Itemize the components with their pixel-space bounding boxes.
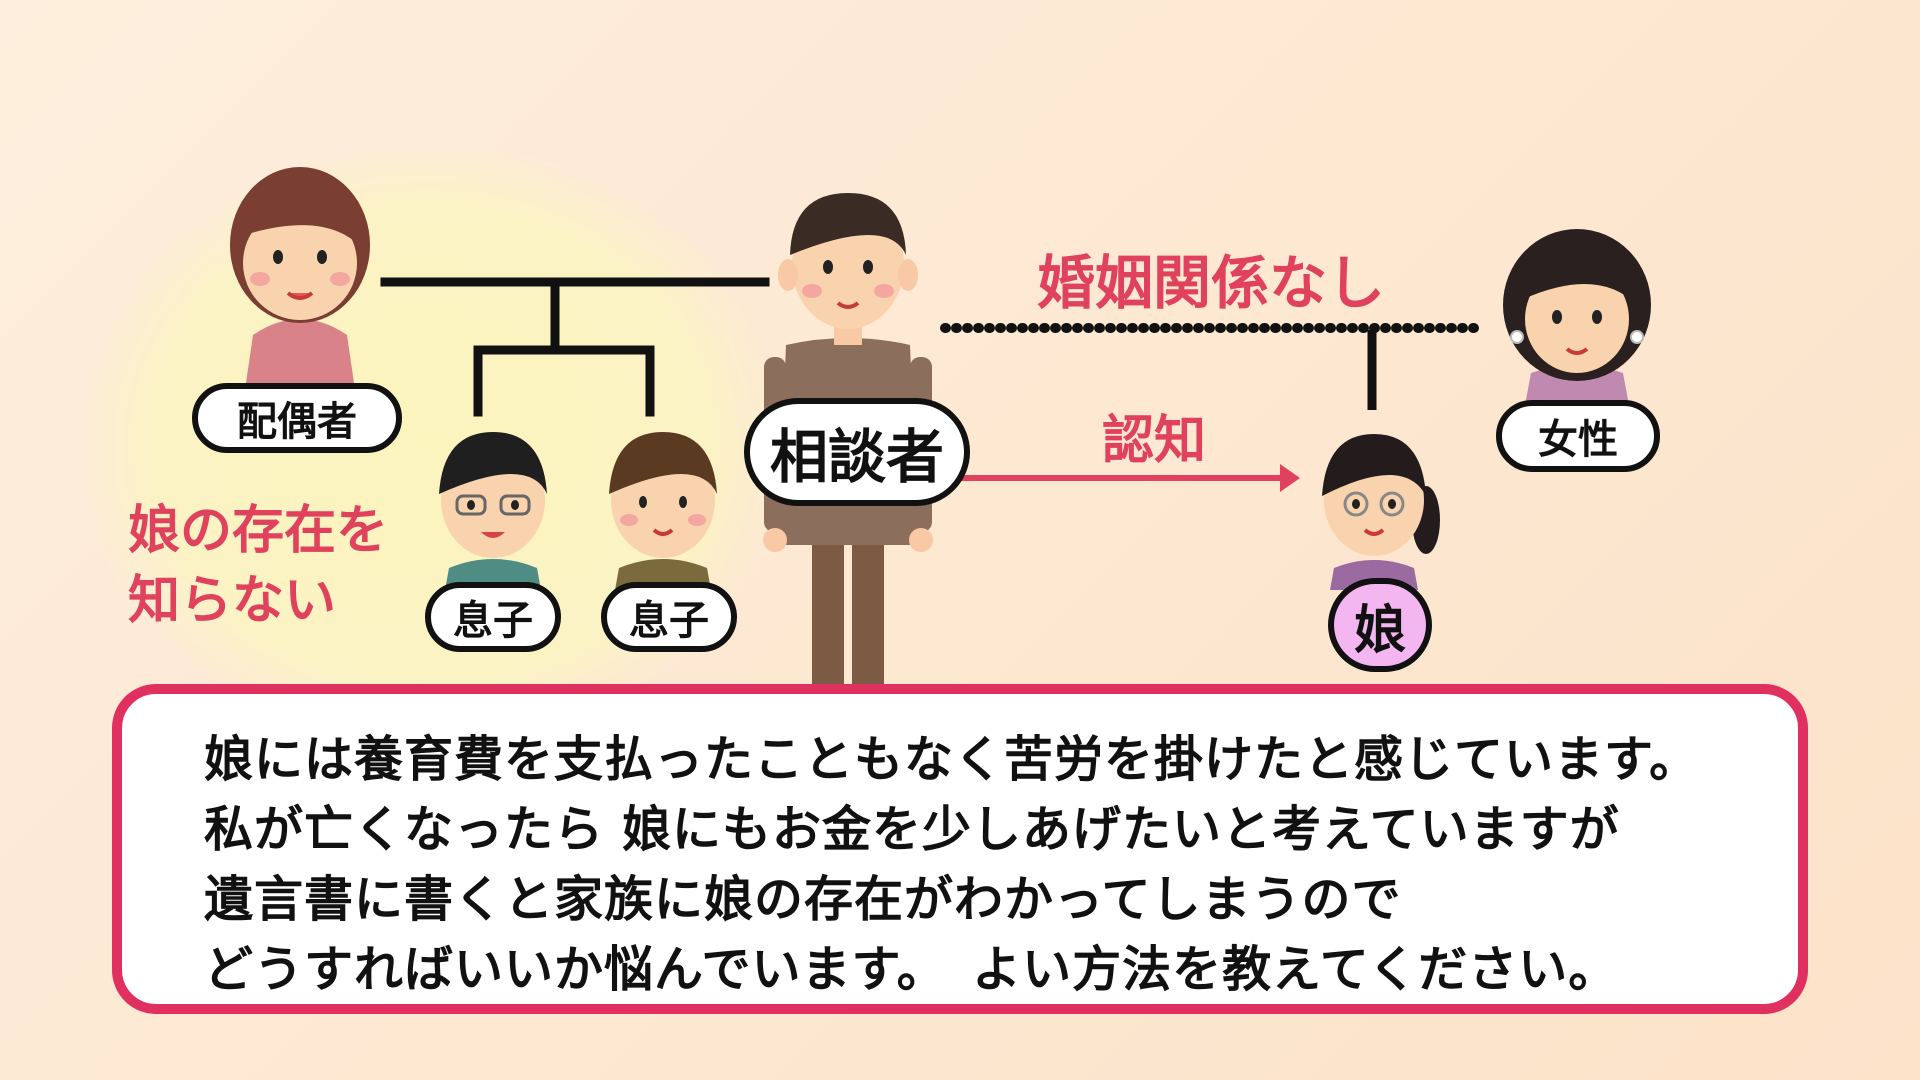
son1-label: 息子 xyxy=(425,582,561,652)
spouse-label: 配偶者 xyxy=(192,383,402,453)
message-line-4: どうすればいいか悩んでいます。 よい方法を教えてください。 xyxy=(204,941,1619,998)
consultation-message-box: 娘には養育費を支払ったこともなく苦労を掛けたと感じています。 私が亡くなったら … xyxy=(112,684,1808,1014)
acknowledge-arrow xyxy=(958,464,1300,492)
son2-figure xyxy=(609,432,717,590)
unaware-note-line1: 娘の存在を xyxy=(128,501,389,561)
acknowledged-text: 認知 xyxy=(1102,411,1207,471)
son2-label: 息子 xyxy=(601,582,737,652)
son1-figure xyxy=(439,432,547,590)
woman-figure xyxy=(1503,229,1651,405)
client-label: 相談者 xyxy=(744,398,970,506)
daughter-label: 娘 xyxy=(1328,578,1432,672)
no-marriage-text: 婚姻関係なし xyxy=(1037,249,1386,317)
message-line-3: 遺言書に書くと家族に娘の存在がわかってしまうので xyxy=(204,871,1402,928)
unaware-note-line2: 知らない xyxy=(128,571,337,631)
daughter-figure xyxy=(1322,434,1440,590)
woman-label: 女性 xyxy=(1496,400,1660,472)
marriage-line xyxy=(380,277,770,417)
message-line-2: 私が亡くなったら 娘にもお金を少しあげたいと考えていますが xyxy=(204,801,1620,858)
message-line-1: 娘には養育費を支払ったこともなく苦労を掛けたと感じています。 xyxy=(204,731,1700,788)
spouse-figure xyxy=(230,167,370,383)
